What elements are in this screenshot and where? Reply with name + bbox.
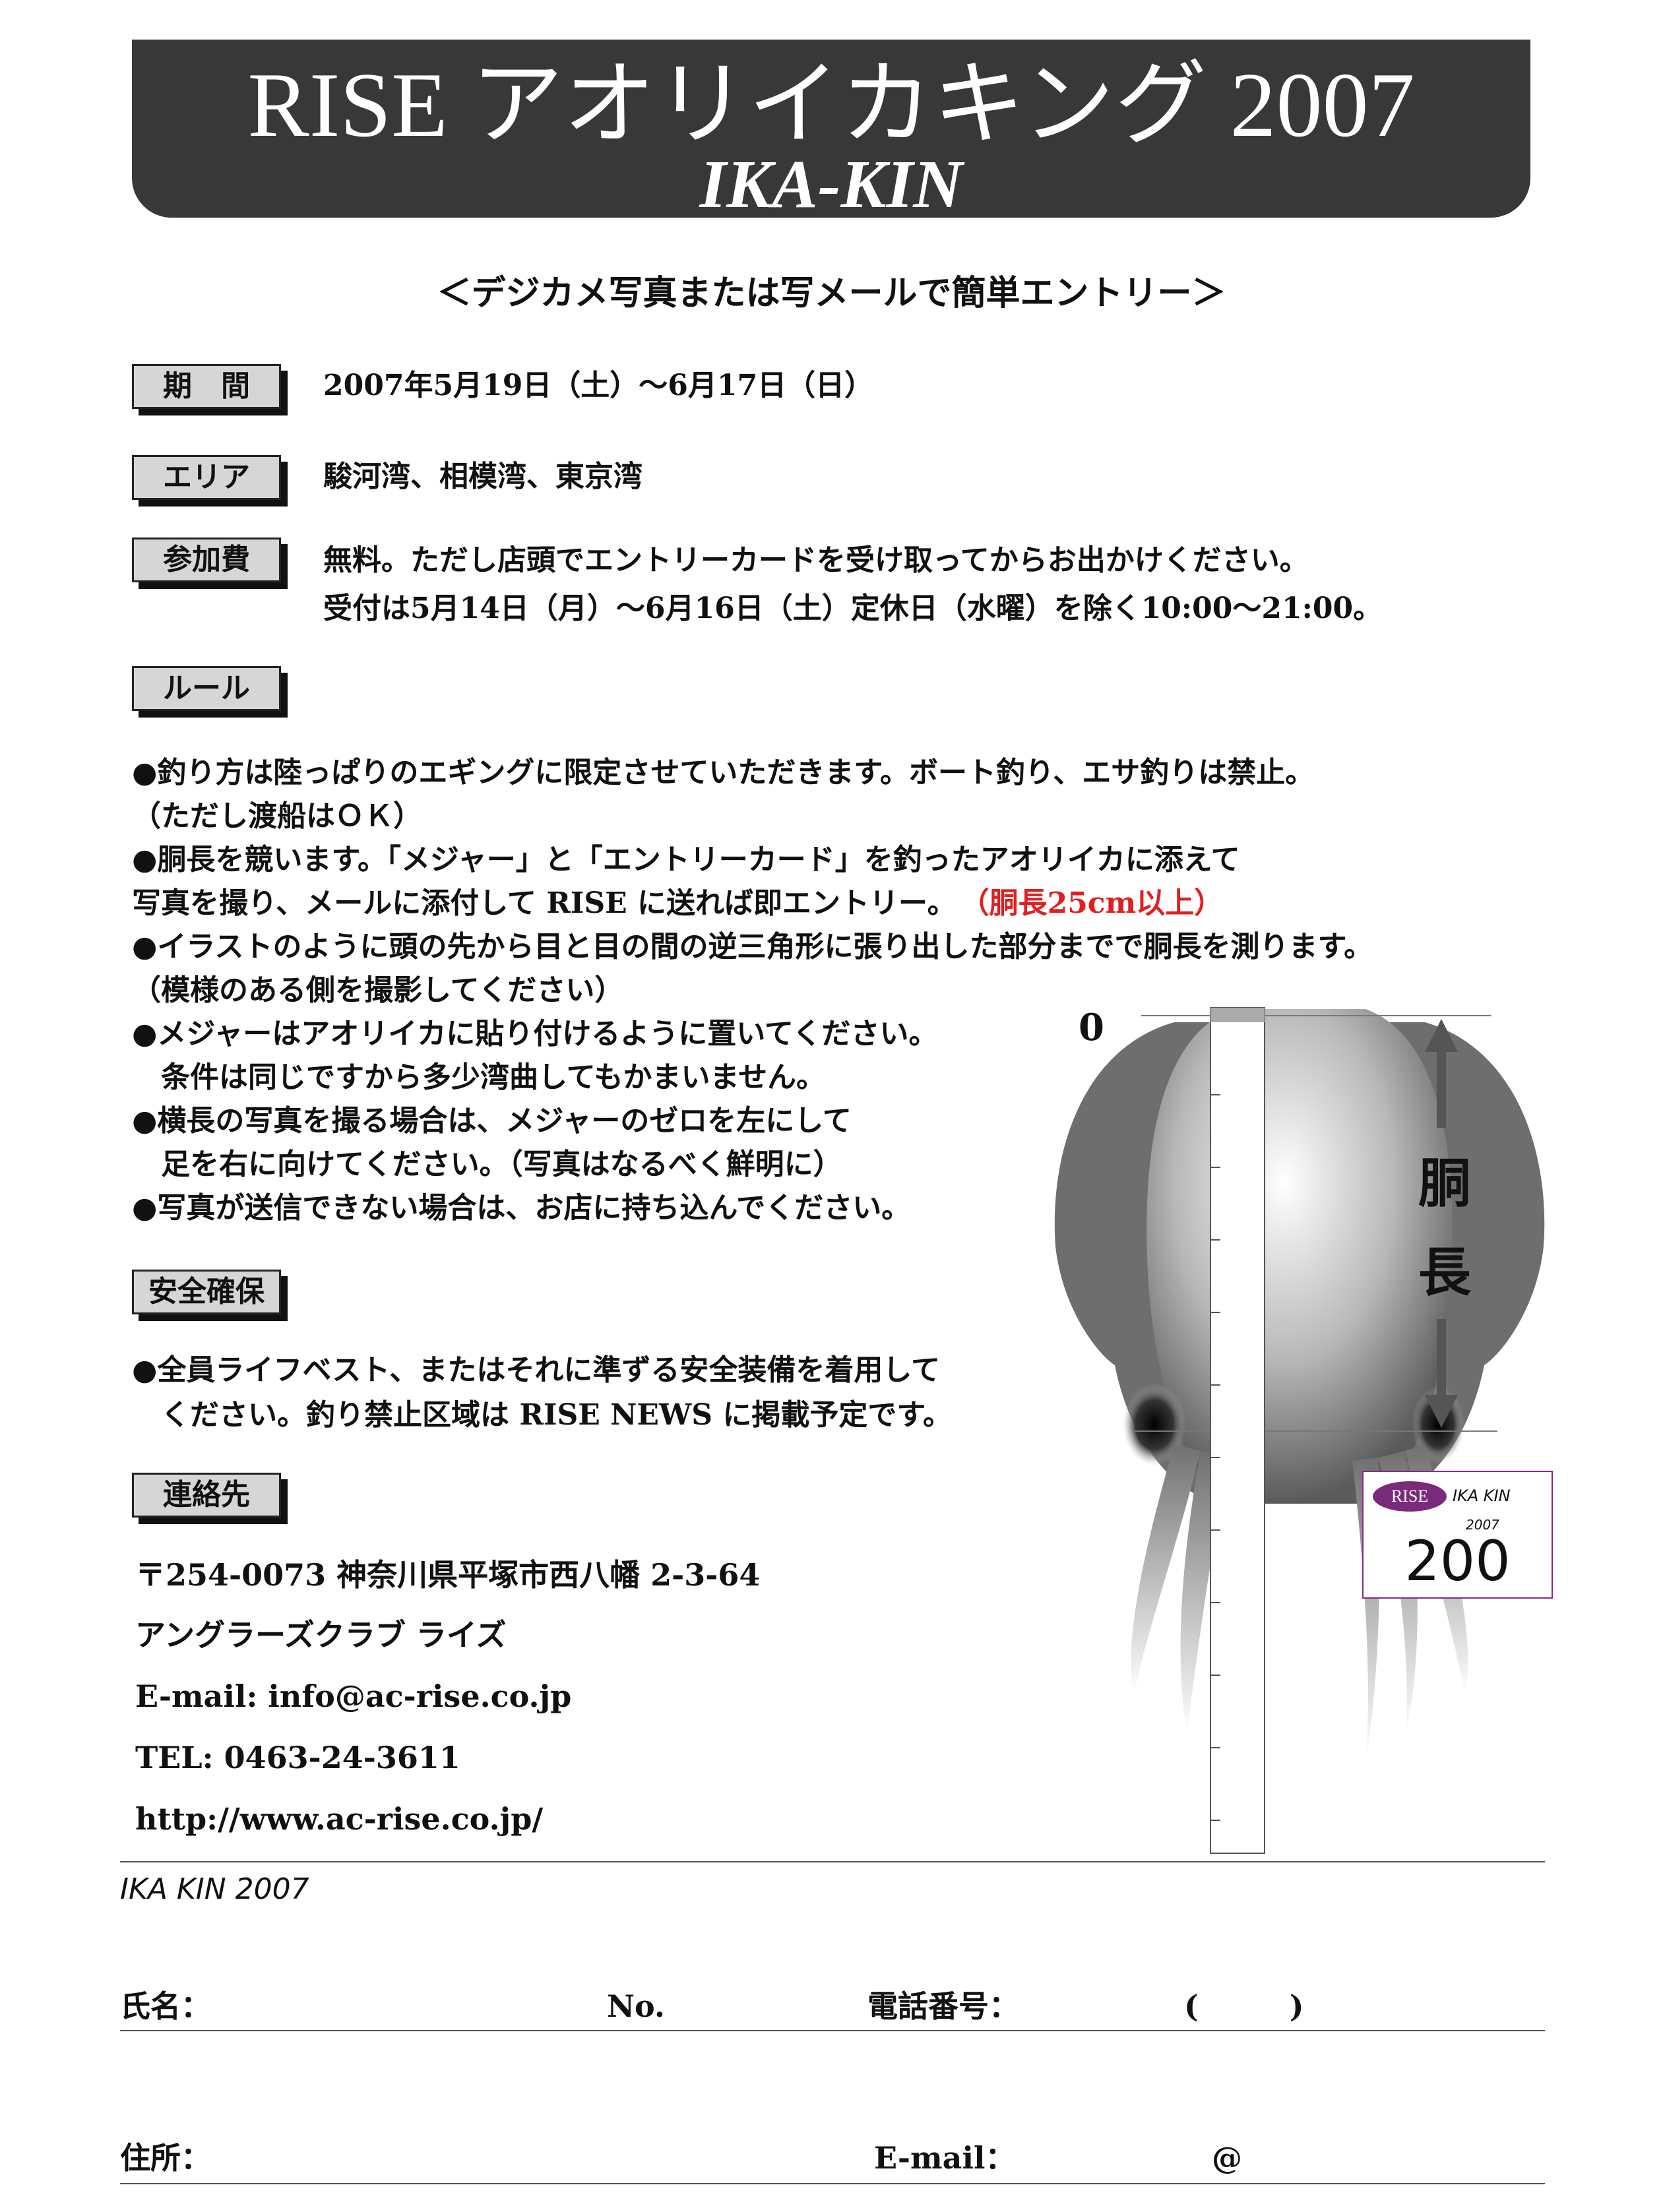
- badge-year: 2007: [1466, 1517, 1499, 1533]
- number-label: No.: [607, 1988, 665, 2024]
- phone-label: 電話番号：: [867, 1988, 1019, 2024]
- area-label: エリア: [132, 455, 281, 500]
- rule-line: 写真を撮り、メールに添付して RISE に送れば即エントリー。 （胴長25cm以上…: [132, 882, 1223, 925]
- fee-label: 参加費: [132, 538, 281, 582]
- phone-paren: ( ): [1184, 1988, 1304, 2024]
- measuring-tape-ticks: [1210, 1094, 1220, 1821]
- contact-tel: TEL: 0463-24-3611: [135, 1740, 460, 1775]
- safety-line: ください。釣り禁止区域は RISE NEWS に掲載予定です。: [132, 1398, 952, 1432]
- rule-line: （ただし渡船はＯＫ）: [132, 799, 422, 833]
- fee-line-2: 受付は5月14日（月）〜6月16日（土）定休日（水曜）を除く10:00〜21:0…: [323, 592, 1383, 625]
- period-label: 期 間: [132, 364, 281, 409]
- area-value: 駿河湾、相模湾、東京湾: [323, 460, 643, 493]
- contact-address: 〒254-0073 神奈川県平塚市西八幡 2-3-64: [135, 1557, 761, 1593]
- badge-name: IKA KIN: [1453, 1487, 1511, 1505]
- page-subtitle: IKA-KIN: [699, 146, 963, 222]
- rule-line-text: 写真を撮り、メールに添付して RISE に送れば即エントリー。: [132, 886, 957, 920]
- rule-line: ●釣り方は陸っぱりのエギングに限定させていただきます。ボート釣り、エサ釣りは禁止…: [132, 756, 1315, 789]
- rule-line: ●横長の写真を撮る場合は、メジャーのゼロを左にして: [132, 1104, 852, 1138]
- address-label: 住所：: [120, 2140, 211, 2176]
- rules-label: ルール: [132, 666, 281, 711]
- name-field-line[interactable]: [120, 2030, 1545, 2031]
- rise-logo: RISE: [1373, 1481, 1447, 1512]
- min-length-highlight: （胴長25cm以上）: [974, 886, 1224, 920]
- length-label-bottom: 長: [1418, 1242, 1471, 1303]
- rule-line: ●写真が送信できない場合は、お店に持ち込んでください。: [132, 1191, 911, 1225]
- badge-number: 200: [1404, 1529, 1511, 1593]
- entry-card-sample: RISE IKA KIN 2007 200: [1362, 1471, 1553, 1599]
- address-field-line[interactable]: [120, 2183, 1545, 2184]
- measuring-tape: [1210, 1007, 1265, 1854]
- squid-measure-illustration: [1054, 1007, 1545, 1854]
- rule-line: ●メジャーはアオリイカに貼り付けるように置いてください。: [132, 1017, 938, 1051]
- contact-label: 連絡先: [132, 1473, 281, 1518]
- length-arrow: [1425, 1019, 1458, 1428]
- squid-eye-left: [1123, 1384, 1186, 1465]
- page-title: RISE アオリイカキング 2007: [247, 54, 1415, 156]
- name-label: 氏名：: [120, 1988, 211, 2024]
- rule-line: ●胴長を競います。「メジャー」と「エントリーカード」を釣ったアオリイカに添えて: [132, 843, 1240, 876]
- intro-text: ＜デジカメ写真または写メールで簡単エントリー＞: [437, 273, 1226, 313]
- safety-line: ●全員ライフベスト、またはそれに準ずる安全装備を着用して: [132, 1353, 941, 1387]
- rule-line: ●イラストのように頭の先から目と目の間の逆三角形に張り出した部分までで胴長を測り…: [132, 930, 1373, 964]
- period-value: 2007年5月19日（土）〜6月17日（日）: [323, 369, 874, 402]
- measuring-tape-end: [1210, 1008, 1265, 1022]
- rule-line: （模様のある側を撮影してください）: [132, 973, 624, 1007]
- fee-line-1: 無料。ただし店頭でエントリーカードを受け取ってからお出かけください。: [323, 543, 1309, 577]
- form-divider: [120, 1861, 1545, 1862]
- title-banner: RISE アオリイカキング 2007 IKA-KIN: [132, 40, 1530, 222]
- contact-url[interactable]: http://www.ac-rise.co.jp/: [135, 1801, 544, 1837]
- length-label-top: 胴: [1418, 1153, 1471, 1214]
- safety-label: 安全確保: [132, 1270, 281, 1314]
- contact-shop: アングラーズクラブ ライズ: [135, 1617, 507, 1653]
- email-at: @: [1212, 2140, 1242, 2176]
- zero-label: 0: [1079, 1006, 1104, 1049]
- squid-mantle: [1146, 1009, 1453, 1504]
- rule-line: 条件は同じですから多少湾曲してもかまいません。: [132, 1060, 826, 1094]
- email-label: E-mail：: [874, 2140, 1016, 2176]
- form-heading: IKA KIN 2007: [120, 1872, 309, 1906]
- rule-line: 足を右に向けてください。（写真はなるべく鮮明に）: [132, 1148, 842, 1181]
- contact-email[interactable]: E-mail: info@ac-rise.co.jp: [135, 1678, 572, 1714]
